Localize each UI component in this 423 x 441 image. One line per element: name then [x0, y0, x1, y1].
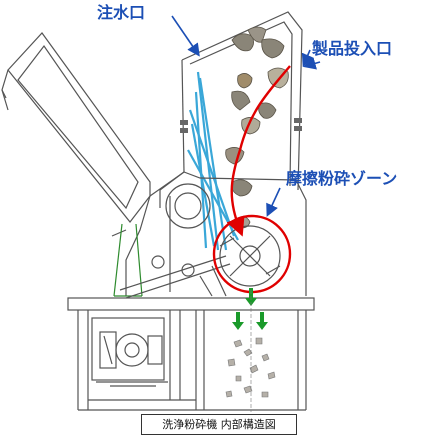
base-frame: [67, 297, 315, 411]
linkage-arms: [119, 255, 231, 299]
product-pieces: [225, 26, 289, 229]
discharge-arrows: [232, 288, 268, 330]
callout-leaders: [171, 15, 321, 217]
support-frame: [113, 223, 143, 297]
motor: [96, 331, 168, 387]
hopper-bolts: [180, 118, 302, 133]
diagram-caption: 洗浄粉砕機 内部構造図: [141, 414, 297, 435]
hopper-lid: [1, 32, 151, 223]
discharged-pieces: [225, 337, 276, 398]
product-inlet-label: 製品投入口: [312, 39, 393, 58]
crusher-body: [111, 171, 307, 296]
water-inlet-label: 注水口: [97, 3, 146, 22]
rotor: [219, 225, 281, 287]
friction-zone-label: 摩擦粉砕ゾーン: [286, 169, 398, 188]
